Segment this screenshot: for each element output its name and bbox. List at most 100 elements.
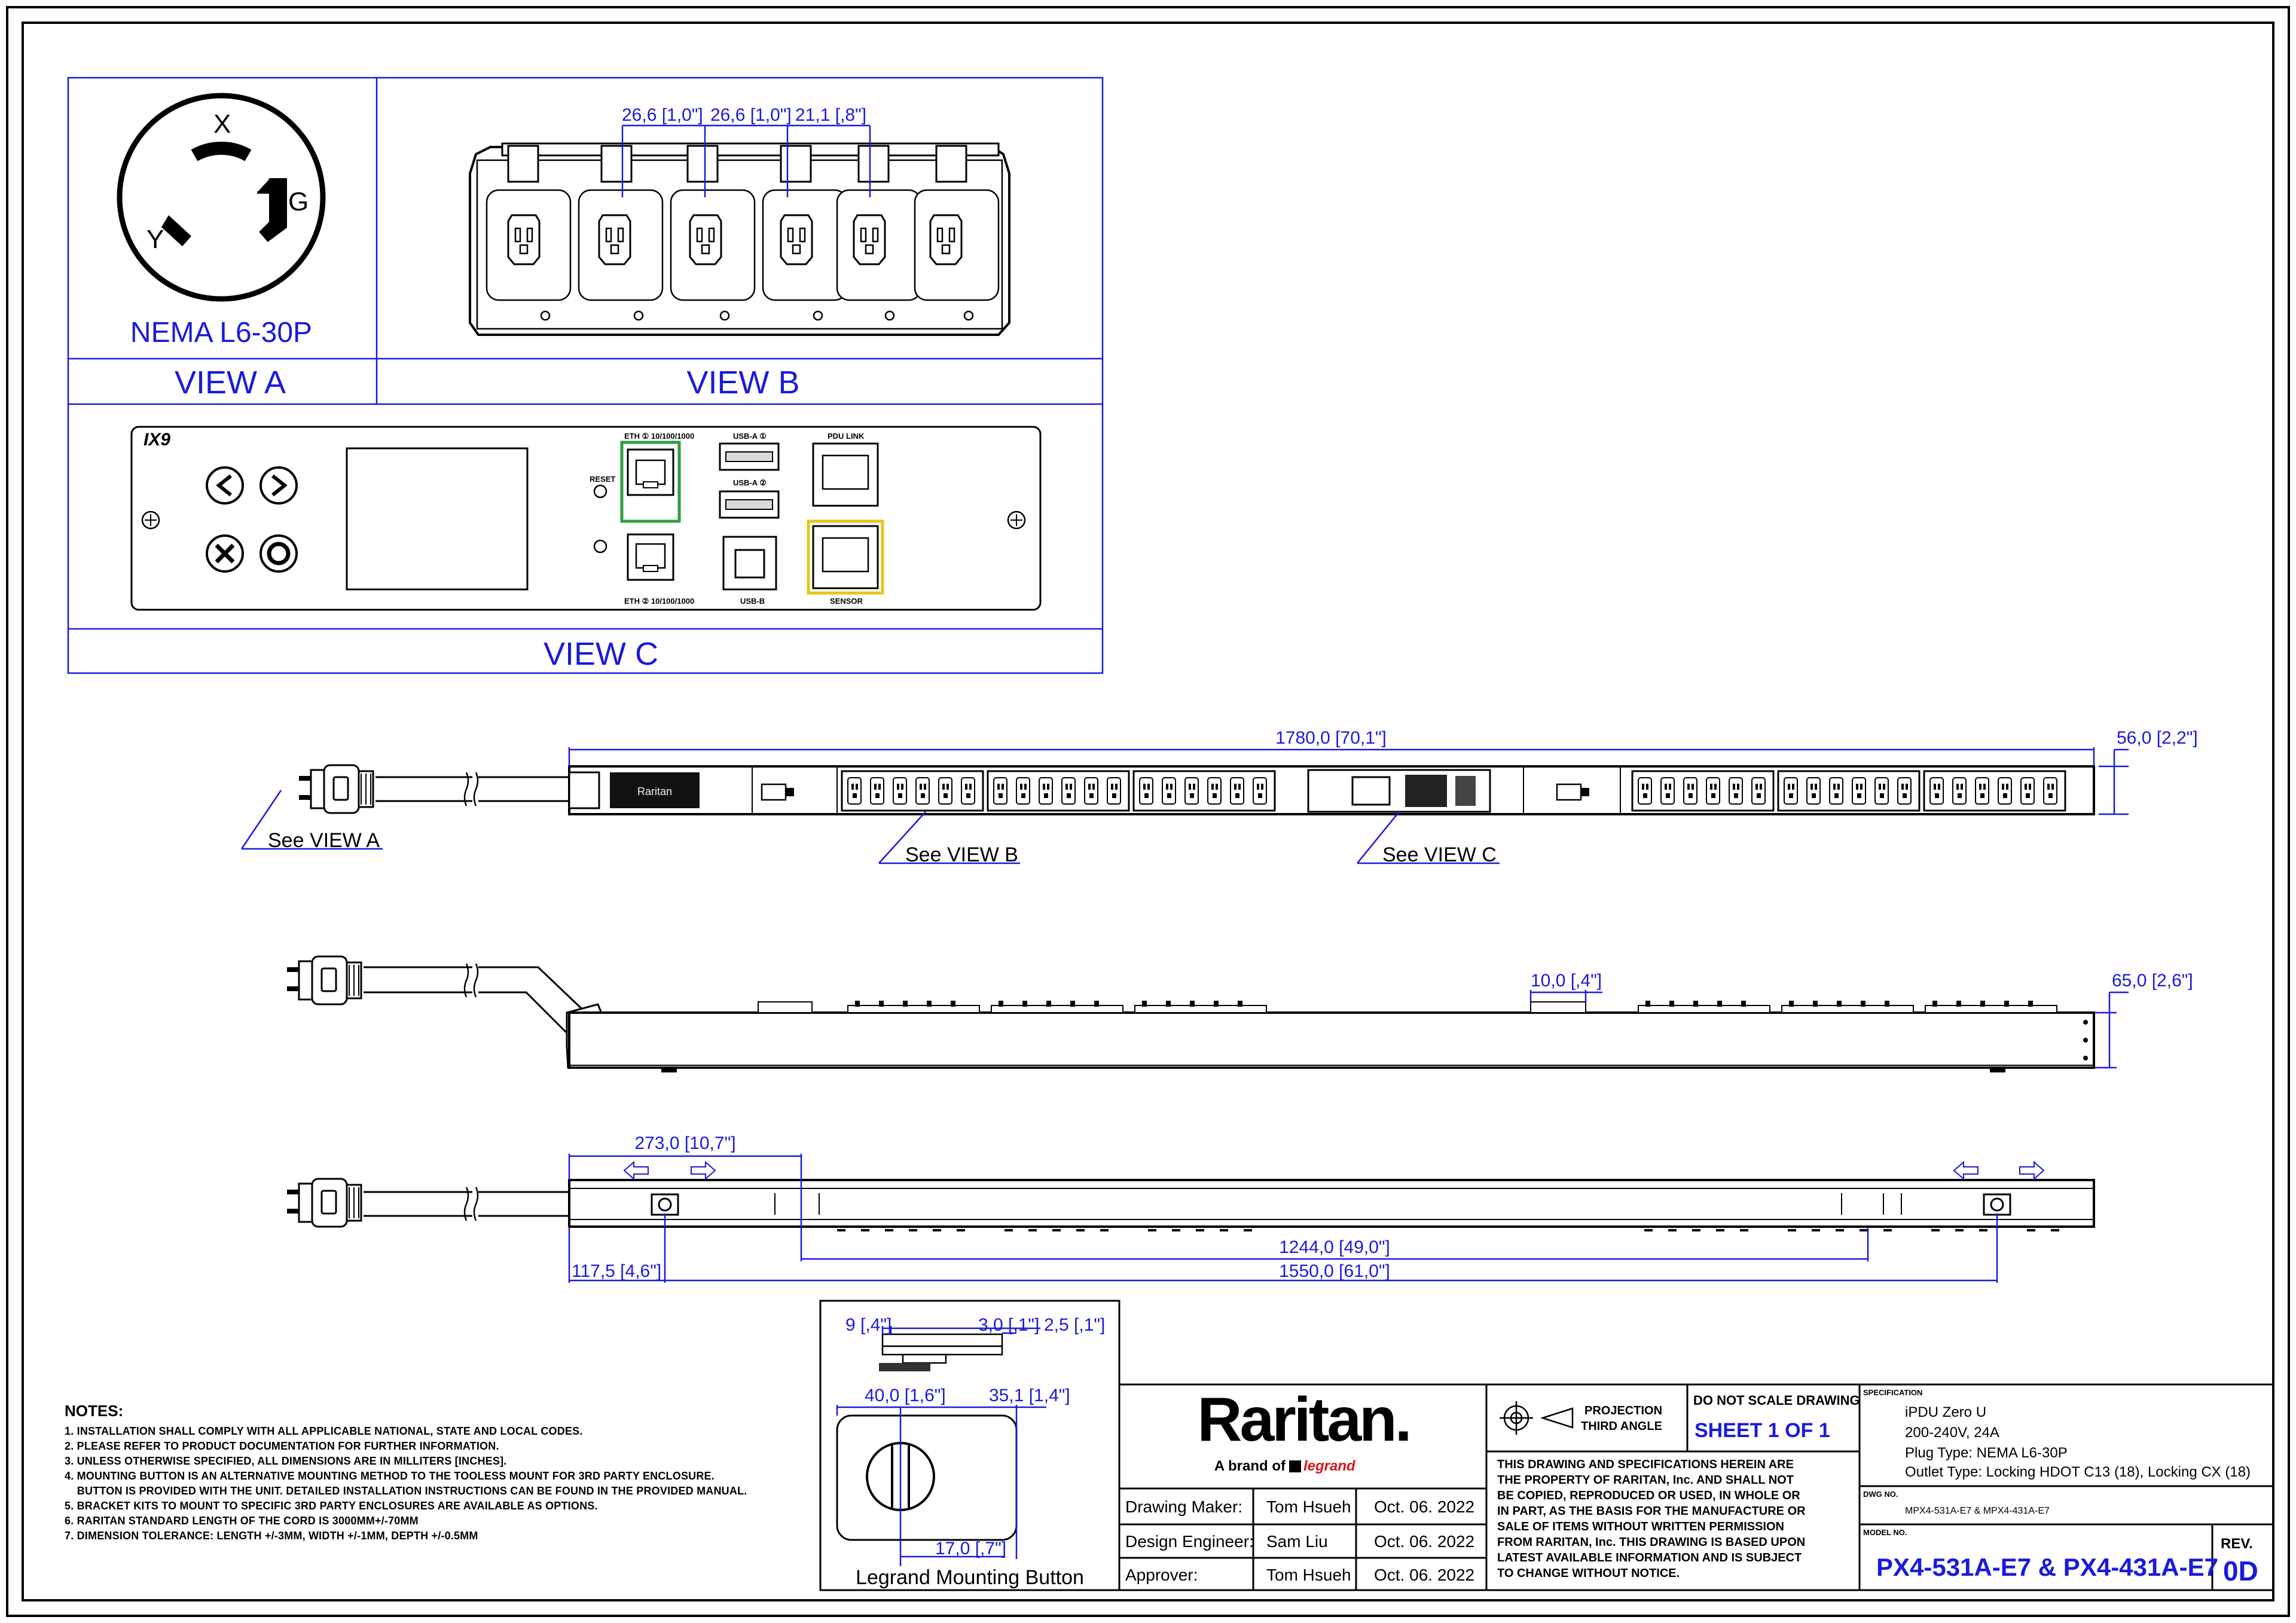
name-design-engineer: Sam Liu [1266,1532,1328,1551]
dwg-label: DWG NO. [1863,1490,1898,1499]
front-length-dim: 1780,0 [70,1"] [1275,728,1387,748]
mounting-button-detail [819,1300,1120,1591]
pin-g-label: G [288,187,309,216]
dwg-number: MPX4-531A-E7 & MPX4-431A-E7 [1905,1506,2050,1516]
side-depth-dim: 65,0 [2,6"] [2112,971,2193,991]
callout-view-b: See VIEW B [905,843,1018,866]
spec-line-1: iPDU Zero U [1905,1404,1986,1420]
plug-type-label: NEMA L6-30P [130,317,312,349]
role-design-engineer: Design Engineer: [1125,1532,1254,1551]
svg-text:SALE OF ITEMS WITHOUT WRITTEN: SALE OF ITEMS WITHOUT WRITTEN PERMISSION [1497,1520,1784,1533]
note-4: 4. MOUNTING BUTTON IS AN ALTERNATIVE MOU… [65,1470,715,1482]
button-dim-3: 3,0 [,1"] [978,1315,1039,1335]
svg-text:BE COPIED, REPRODUCED OR USED,: BE COPIED, REPRODUCED OR USED, IN WHOLE … [1497,1489,1800,1502]
svg-text:IN PART, AS THE BASIS FOR THE: IN PART, AS THE BASIS FOR THE MANUFACTUR… [1497,1505,1806,1518]
note-6: 6. RARITAN STANDARD LENGTH OF THE CORD I… [65,1515,419,1527]
front-badge: Raritan [637,785,672,797]
outer-border [6,6,2290,1617]
rev-value: 0D [2223,1555,2258,1587]
brand-parent: legrand [1303,1458,1356,1474]
role-approver: Approver: [1125,1566,1198,1584]
view-c-controller-panel: IX9 [130,426,1042,611]
projection-line2: THIRD ANGLE [1581,1420,1662,1433]
view-a-caption: VIEW A [175,365,286,401]
projection-symbol-icon [1500,1401,1574,1435]
date-drawing-maker: Oct. 06. 2022 [1374,1497,1474,1516]
note-3: 3. UNLESS OTHERWISE SPECIFIED, ALL DIMEN… [65,1455,507,1467]
svg-text:THE PROPERTY OF RARITAN, Inc.: THE PROPERTY OF RARITAN, Inc. AND SHALL … [1497,1474,1794,1487]
pdu-link-label: PDU LINK [828,432,865,441]
role-drawing-maker: Drawing Maker: [1125,1497,1242,1516]
usb-a1-label: USB-A ① [733,432,767,441]
svg-text:LATEST AVAILABLE INFORMATION A: LATEST AVAILABLE INFORMATION AND IS SUBJ… [1497,1551,1802,1564]
back-dim-1550: 1550,0 [61,0"] [1279,1261,1390,1281]
brand-logo: Raritan. [1197,1385,1409,1454]
eth1-label: ETH ① 10/100/1000 [624,432,694,441]
date-approver: Oct. 06. 2022 [1374,1566,1474,1584]
sheet-number: SHEET 1 OF 1 [1694,1419,1830,1442]
back-dim-117: 117,5 [4,6"] [572,1261,661,1281]
view-c-caption: VIEW C [544,636,658,672]
ix9-logo: IX9 [144,430,170,450]
title-block [1118,1383,2274,1591]
projection-line1: PROJECTION [1584,1404,1662,1417]
detail-views-frame [67,77,1104,674]
callout-view-c: See VIEW C [1382,843,1497,866]
view-a-plug-face: X G Y NEMA L6-30P [117,93,326,349]
legal-notice: THIS DRAWING AND SPECIFICATIONS HEREIN A… [1497,1458,1806,1580]
mounting-button-caption: Legrand Mounting Button [856,1566,1084,1589]
notes-heading: NOTES: [65,1402,124,1420]
button-dim-40: 40,0 [1,6"] [865,1386,946,1405]
notes-section: NOTES: 1. INSTALLATION SHALL COMPLY WITH… [65,1402,830,1543]
front-width-dim: 56,0 [2,2"] [2117,728,2198,748]
back-dim-1244: 1244,0 [49,0"] [1279,1237,1390,1257]
name-approver: Tom Hsueh [1266,1566,1351,1584]
sensor-label: SENSOR [830,597,863,606]
legrand-mark-icon [1289,1460,1301,1472]
note-2: 2. PLEASE REFER TO PRODUCT DOCUMENTATION… [65,1440,499,1452]
callout-view-a: See VIEW A [268,829,380,852]
button-dim-2-5: 2,5 [,1"] [1044,1315,1105,1335]
svg-text:FROM RARITAN, Inc. THIS DRAWIN: FROM RARITAN, Inc. THIS DRAWING IS BASED… [1497,1536,1805,1549]
view-b-dim-1: 26,6 [1,0"] [622,105,703,125]
pin-x-label: X [213,109,231,139]
pin-y-label: Y [146,225,164,254]
lcd-display [346,447,529,591]
usb-a2-label: USB-A ② [733,478,767,487]
view-b-dim-3: 21,1 [,8"] [795,105,866,125]
brand-sub: A brand of [1214,1458,1286,1474]
right-arrow-icon [259,466,298,505]
view-b-dim-2: 26,6 [1,0"] [710,105,792,125]
name-drawing-maker: Tom Hsueh [1266,1497,1351,1516]
do-not-scale: DO NOT SCALE DRAWING [1693,1393,1860,1408]
note-5: 5. BRACKET KITS TO MOUNT TO SPECIFIC 3RD… [65,1500,598,1512]
eth2-label: ETH ② 10/100/1000 [624,597,694,606]
model-label: MODEL NO. [1863,1528,1907,1537]
reset-label: RESET [590,475,615,484]
usb-b-label: USB-B [740,597,765,606]
button-dim-35: 35,1 [1,4"] [989,1386,1070,1405]
view-b-caption: VIEW B [686,365,799,401]
note-4-cont: BUTTON IS PROVIDED WITH THE UNIT. DETAIL… [65,1485,747,1497]
date-design-engineer: Oct. 06. 2022 [1374,1532,1474,1551]
view-b-outlet-strip [469,124,1010,336]
left-arrow-icon [206,466,244,505]
svg-text:THIS DRAWING AND SPECIFICATION: THIS DRAWING AND SPECIFICATIONS HEREIN A… [1497,1458,1794,1471]
spec-line-3: Plug Type: NEMA L6-30P [1905,1445,2068,1461]
note-7: 7. DIMENSION TOLERANCE: LENGTH +/-3MM, W… [65,1530,478,1542]
button-dim-17: 17,0 [,7"] [935,1539,1006,1558]
pdu-side-view [286,955,2129,1072]
rev-label: REV. [2221,1536,2253,1552]
note-1: 1. INSTALLATION SHALL COMPLY WITH ALL AP… [65,1425,583,1437]
pdu-front-view: Raritan [240,747,2129,864]
spec-label: SPECIFICATION [1863,1388,1922,1397]
svg-text:TO CHANGE WITHOUT NOTICE.: TO CHANGE WITHOUT NOTICE. [1497,1567,1680,1580]
button-dim-9: 9 [,4"] [845,1315,891,1335]
back-dim-273: 273,0 [10,7"] [634,1133,735,1153]
pdu-back-view [286,1154,2095,1283]
model-number: PX4-531A-E7 & PX4-431A-E7 [1876,1553,2218,1581]
ok-circle-icon [259,534,298,573]
inner-border [22,22,2274,1601]
spec-line-4: Outlet Type: Locking HDOT C13 (18), Lock… [1905,1464,2251,1480]
